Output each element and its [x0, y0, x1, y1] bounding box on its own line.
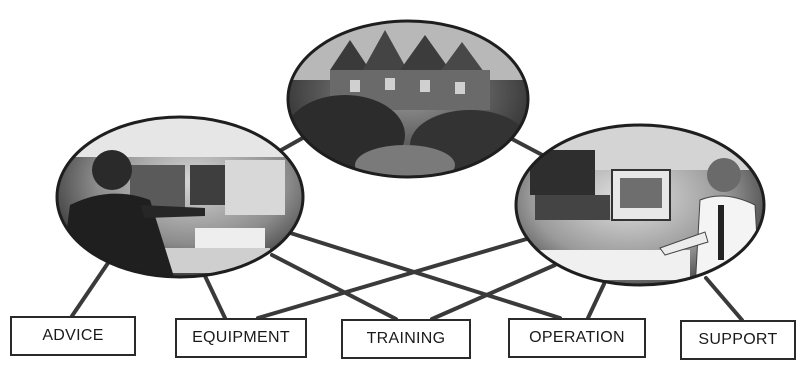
line-right-to-support	[704, 276, 744, 322]
support-box: SUPPORT	[680, 320, 796, 360]
training-label: TRAINING	[366, 330, 446, 347]
training-box: TRAINING	[341, 319, 471, 359]
line-right-to-operation	[586, 282, 606, 320]
connector-lines	[70, 133, 744, 322]
operation-label: OPERATION	[529, 329, 625, 346]
equipment-label: EQUIPMENT	[192, 329, 290, 346]
operation-box: OPERATION	[508, 318, 646, 358]
line-left-to-operation	[282, 229, 562, 320]
advice-label: ADVICE	[42, 327, 104, 344]
building-exterior-photo	[286, 19, 530, 179]
line-left-to-training	[270, 253, 398, 321]
support-label: SUPPORT	[698, 331, 778, 348]
man-at-workstation-photo	[514, 123, 766, 287]
line-left-to-equipment	[203, 274, 227, 320]
line-right-to-equipment	[256, 236, 532, 320]
advice-box: ADVICE	[10, 316, 136, 356]
equipment-box: EQUIPMENT	[175, 318, 307, 358]
man-at-computer-photo	[55, 115, 305, 279]
line-right-to-training	[430, 263, 557, 321]
line-left-to-advice	[70, 261, 110, 318]
